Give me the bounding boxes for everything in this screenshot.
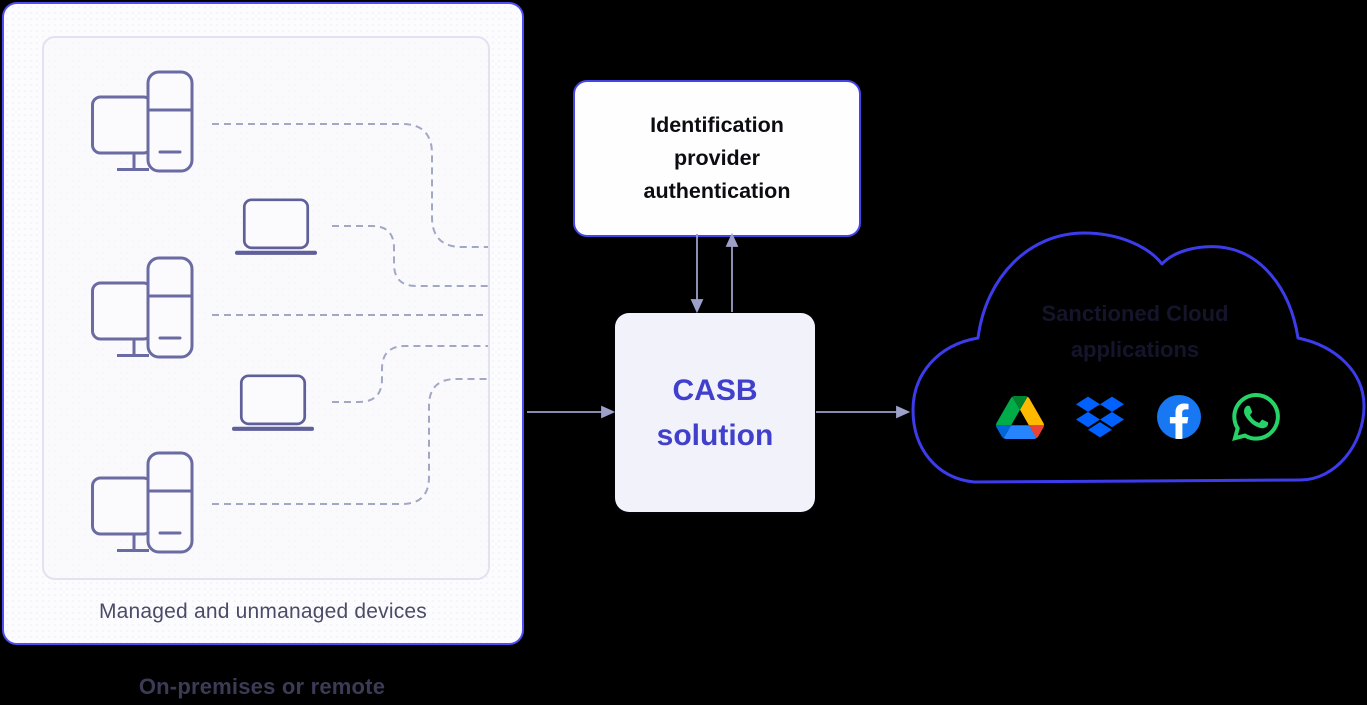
desktop-icon: [89, 451, 194, 554]
laptop-icon: [231, 374, 315, 432]
facebook-icon: [1156, 395, 1201, 439]
desktop-icon: [89, 70, 194, 173]
cloud-outline: [911, 231, 1366, 484]
connector-laptop-2: [332, 345, 488, 403]
casb-solution-box: CASB solution: [615, 313, 815, 512]
devices-panel: Managed and unmanaged devices: [2, 2, 524, 645]
whatsapp-icon: [1232, 393, 1280, 441]
devices-caption: Managed and unmanaged devices: [98, 600, 428, 623]
connector-desktop-1: [212, 123, 488, 248]
casb-solution-label: CASB solution: [656, 373, 774, 452]
laptop-icon: [234, 198, 318, 256]
dropbox-icon: [1076, 396, 1125, 438]
device-connector-lines: [212, 123, 488, 505]
cloud-app-icons: [996, 392, 1280, 442]
google-drive-icon: [996, 395, 1044, 439]
desktop-icon: [89, 256, 194, 359]
identity-provider-label: Identification provider authentication: [643, 113, 791, 203]
on-premises-label: On-premises or remote: [138, 674, 386, 699]
sanctioned-cloud: Sanctioned Cloud applications: [910, 230, 1367, 490]
connector-laptop-1: [332, 225, 488, 287]
identity-provider-box: Identification provider authentication: [573, 80, 861, 237]
connector-desktop-3: [212, 378, 488, 505]
cloud-label: Sanctioned Cloud applications: [1041, 301, 1229, 362]
devices-inner-panel: [42, 36, 490, 580]
